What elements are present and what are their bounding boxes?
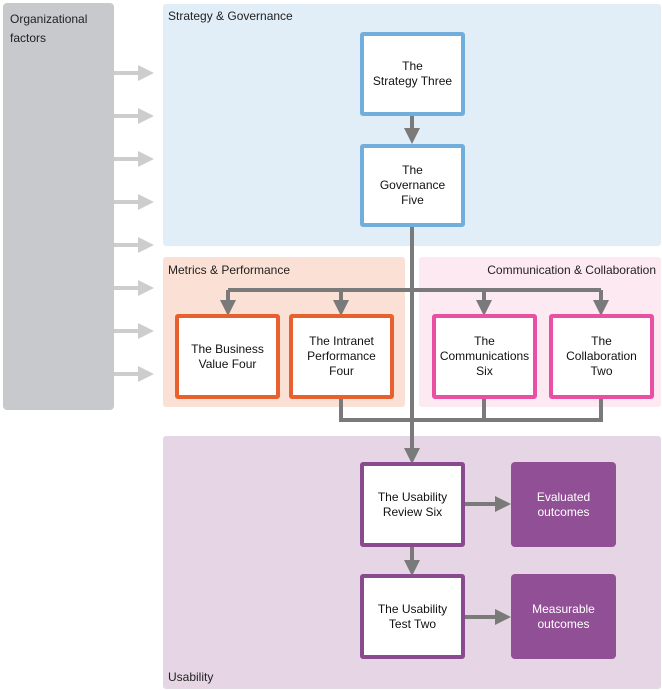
node-governance-five-label: The Governance Five (379, 163, 446, 207)
node-usability-test-two-label: The Usability Test Two (377, 601, 448, 631)
node-strategy-three[interactable]: The Strategy Three (360, 32, 465, 116)
organizational-factors-panel: Organizational factors (3, 3, 114, 410)
usability-title: Usability (168, 670, 214, 684)
node-usability-review-six-label: The Usability Review Six (377, 489, 448, 519)
node-communications-six[interactable]: The Communications Six (432, 314, 537, 399)
node-governance-five[interactable]: The Governance Five (360, 144, 465, 227)
outcome-evaluated[interactable]: Evaluated outcomes (511, 462, 616, 547)
organizational-factor-arrows (114, 65, 154, 382)
node-usability-test-two[interactable]: The Usability Test Two (360, 574, 465, 659)
node-usability-review-six[interactable]: The Usability Review Six (360, 462, 465, 547)
outcome-measurable[interactable]: Measurable outcomes (511, 574, 616, 659)
outcome-measurable-label: Measurable outcomes (532, 601, 595, 631)
node-collaboration-two[interactable]: The Collaboration Two (549, 314, 654, 399)
organizational-factors-label: Organizational factors (10, 12, 88, 45)
metrics-performance-title: Metrics & Performance (168, 263, 291, 277)
node-business-value-four-label: The Business Value Four (191, 341, 264, 371)
node-strategy-three-label: The Strategy Three (372, 59, 453, 88)
communication-collaboration-title: Communication & Collaboration (487, 263, 656, 277)
node-intranet-performance-four[interactable]: The Intranet Performance Four (289, 314, 394, 399)
node-business-value-four[interactable]: The Business Value Four (175, 314, 280, 399)
node-communications-six-label: The Communications Six (439, 334, 530, 378)
strategy-governance-title: Strategy & Governance (168, 9, 293, 23)
node-collaboration-two-label: The Collaboration Two (566, 334, 637, 378)
outcome-evaluated-label: Evaluated outcomes (536, 489, 591, 519)
node-intranet-performance-four-label: The Intranet Performance Four (307, 334, 376, 378)
